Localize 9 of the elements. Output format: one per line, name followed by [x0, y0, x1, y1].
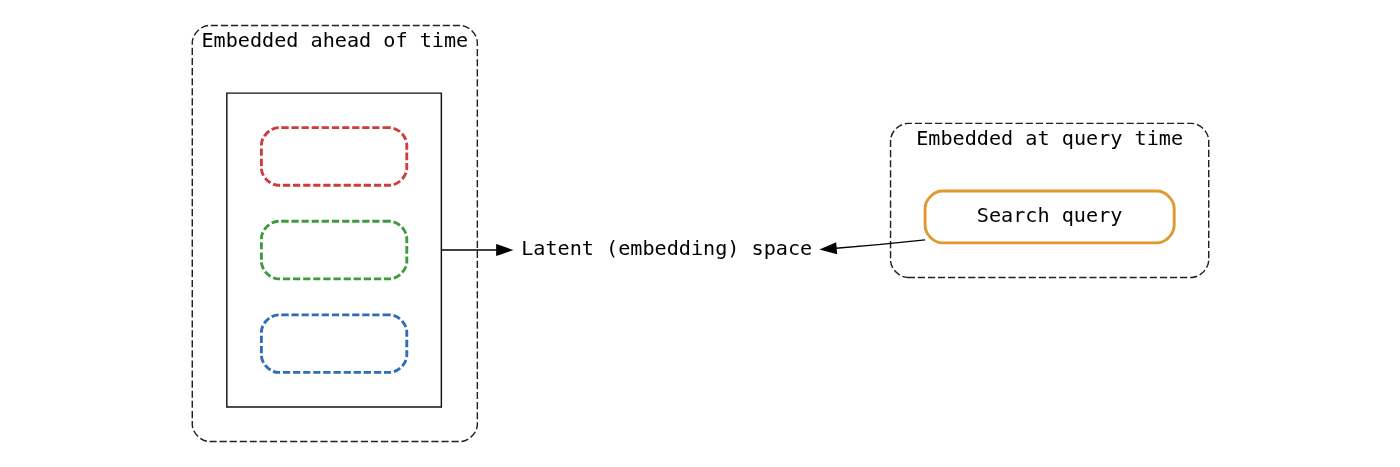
- node-text: Latent (embedding) space: [520, 236, 812, 261]
- cluster: [225, 92, 442, 408]
- node-box: Search query: [923, 189, 1176, 245]
- arrow: [818, 239, 926, 255]
- node-box: [259, 219, 408, 281]
- arrow: [440, 244, 513, 257]
- cluster: Embedded ahead of time: [191, 24, 478, 443]
- node-box: [259, 126, 408, 187]
- node-box: [259, 313, 408, 374]
